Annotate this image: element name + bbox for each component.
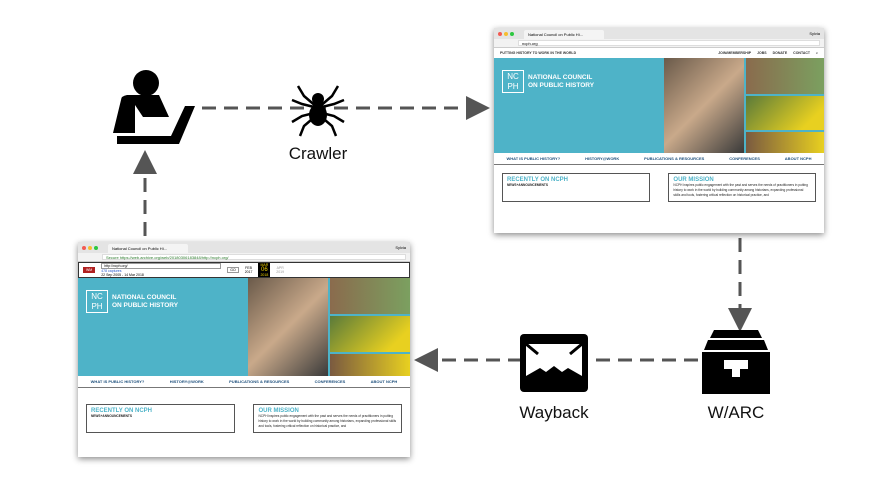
profile-name[interactable]: Sylvia [809, 31, 820, 36]
nav-item[interactable]: ABOUT NCPH [784, 156, 812, 161]
nav-item[interactable]: HISTORY@WORK [169, 379, 204, 384]
live-site-browser: National Council on Public Hi... Sylvia … [494, 28, 824, 233]
warc-label: W/ARC [707, 403, 765, 422]
util-link[interactable]: JOBS [757, 51, 767, 55]
hero-photo [746, 96, 824, 130]
close-button[interactable] [498, 31, 502, 36]
hero-photo [664, 58, 744, 153]
address-bar[interactable]: ncph.org [518, 40, 820, 46]
capture-range: 22 Sep 2005 - 14 Mar 2018 [101, 273, 144, 277]
search-icon[interactable]: ⌕ [816, 51, 818, 55]
wayback-url-input[interactable]: http://ncph.org/ [101, 263, 222, 269]
tagline: PUTTING HISTORY TO WORK IN THE WORLD [500, 51, 577, 55]
wayback-label: Wayback [519, 403, 589, 422]
browser-titlebar: National Council on Public Hi... Sylvia [78, 242, 410, 253]
hero-photo [330, 316, 410, 352]
month-prev[interactable]: FEB [245, 266, 252, 270]
util-link[interactable]: JOIN/MEMBERSHIP [718, 51, 752, 55]
warc-archive-box-icon [702, 330, 770, 394]
maximize-button[interactable] [94, 245, 98, 250]
main-nav: WHAT IS PUBLIC HISTORY? HISTORY@WORK PUBLI… [494, 153, 824, 165]
nav-item[interactable]: PUBLICATIONS & RESOURCES [229, 379, 290, 384]
browser-titlebar: National Council on Public Hi... Sylvia [494, 28, 824, 39]
hero-photo [746, 58, 824, 94]
hero-photo [330, 354, 410, 376]
nav-item[interactable]: PUBLICATIONS & RESOURCES [644, 156, 705, 161]
minimize-button[interactable] [88, 245, 92, 250]
crawler-label: Crawler [288, 144, 348, 163]
month-next[interactable]: APR [276, 266, 284, 270]
day-current: 06 [261, 267, 268, 273]
year-prev[interactable]: 2017 [244, 270, 253, 274]
hero-photo [746, 132, 824, 153]
util-link[interactable]: CONTACT [793, 51, 811, 55]
util-link[interactable]: DONATE [772, 51, 788, 55]
address-bar[interactable]: Secure https://web.archive.org/web/20180… [102, 254, 406, 260]
hero-photo [330, 278, 410, 314]
nav-item[interactable]: WHAT IS PUBLIC HISTORY? [90, 379, 145, 384]
close-button[interactable] [82, 245, 86, 250]
nav-item[interactable]: ABOUT NCPH [370, 379, 398, 384]
year-next[interactable]: 2019 [276, 270, 285, 274]
nav-item[interactable]: CONFERENCES [729, 156, 760, 161]
profile-name[interactable]: Sylvia [395, 245, 406, 250]
year-current: 2018 [260, 273, 269, 277]
nav-item[interactable]: HISTORY@WORK [585, 156, 620, 161]
maximize-button[interactable] [510, 31, 514, 36]
archived-site-browser: National Council on Public Hi... Sylvia … [78, 242, 410, 457]
go-button[interactable]: GO [227, 267, 239, 273]
nav-item[interactable]: WHAT IS PUBLIC HISTORY? [506, 156, 561, 161]
wayback-machine-icon [520, 334, 588, 392]
browser-tab[interactable]: National Council on Public Hi... [108, 244, 188, 253]
captures-link[interactable]: 478 captures [101, 269, 122, 273]
minimize-button[interactable] [504, 31, 508, 36]
wayback-logo: WM [83, 267, 96, 273]
main-nav: WHAT IS PUBLIC HISTORY? HISTORY@WORK PUBLI… [78, 376, 410, 388]
hero-photo [248, 278, 328, 376]
spider-crawler-icon [291, 85, 345, 137]
user-at-computer-icon [113, 70, 195, 144]
nav-item[interactable]: CONFERENCES [314, 379, 346, 384]
month-current: MAR [260, 263, 269, 267]
browser-tab[interactable]: National Council on Public Hi... [524, 30, 604, 39]
